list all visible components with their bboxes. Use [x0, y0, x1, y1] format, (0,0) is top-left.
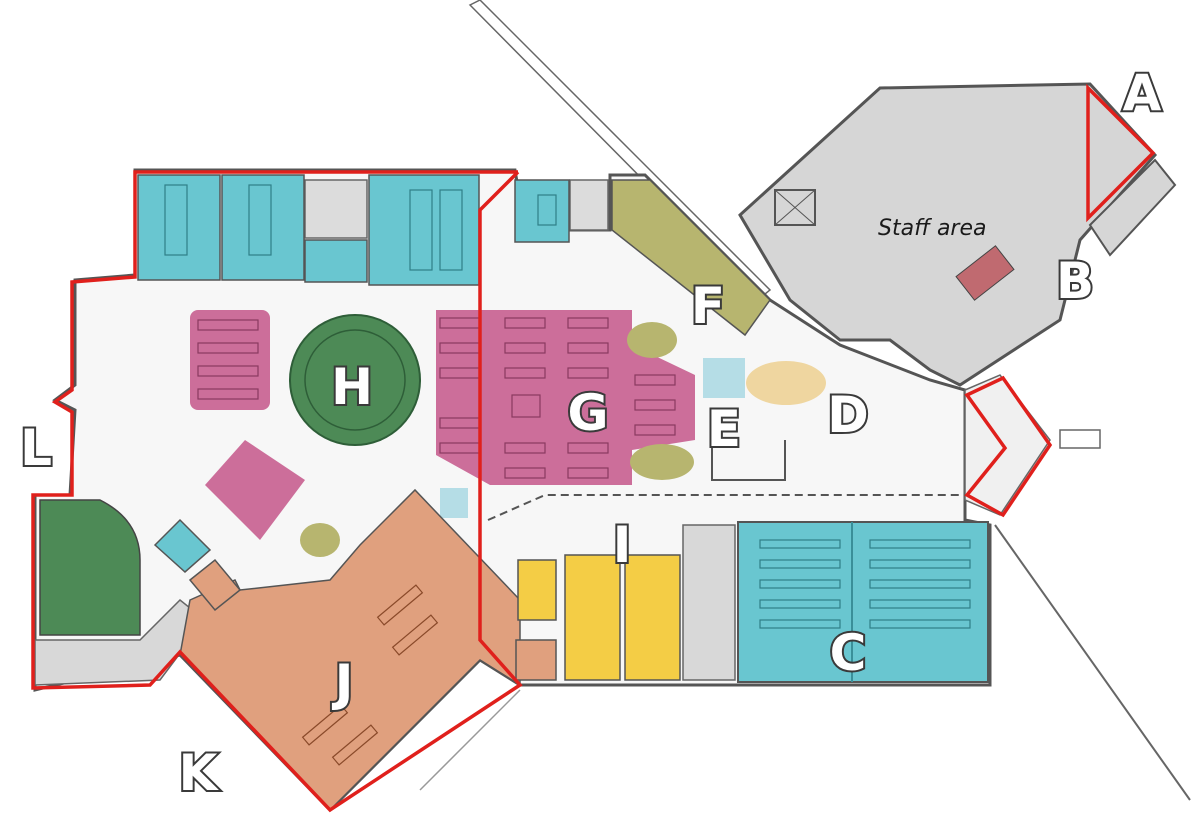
storage-room-right [569, 179, 609, 231]
entrance-boundary [964, 375, 1053, 518]
exterior-line-bottom [419, 689, 521, 791]
meeting-room-3 [304, 239, 368, 283]
zone-f-area [611, 179, 771, 337]
zone-label-f: F [691, 277, 725, 335]
zone-c-room [737, 521, 989, 683]
zone-label-g: G [567, 384, 608, 442]
meeting-room-2 [221, 174, 305, 281]
zone-j-shelves [301, 584, 439, 766]
zone-label-i: I [613, 516, 632, 574]
zone-label-a: A [1123, 64, 1162, 122]
staff-table [955, 245, 1015, 301]
zone-label-e: E [707, 400, 741, 458]
pink-table-block-1 [190, 310, 270, 410]
olive-seating-1 [627, 322, 677, 358]
meeting-room-tables [164, 184, 557, 271]
zone-label-j: J [332, 654, 354, 712]
zone-labels: A B C D E F G H I J K L [18, 62, 1164, 804]
exterior-line-right [994, 524, 1191, 801]
elevator [774, 189, 816, 226]
entrance-mat [1059, 429, 1101, 449]
staff-area-floor [738, 82, 1158, 387]
yellow-room-left [517, 559, 557, 621]
salmon-side-room [515, 639, 557, 681]
pink-table-block-2 [205, 440, 305, 540]
zone-c-rows [759, 539, 971, 629]
zone-label-c: C [830, 624, 867, 682]
entrance-vestibule [964, 374, 1051, 516]
zone-h-inner-ring [304, 329, 406, 431]
zone-e-counter [711, 425, 786, 481]
olive-seating-2 [630, 444, 694, 480]
restroom-1 [564, 554, 621, 681]
tan-seating [746, 361, 826, 405]
meeting-room-1 [137, 174, 221, 281]
zone-l-room [39, 499, 141, 636]
pink-block-tables [197, 319, 259, 400]
dashed-boundary [487, 494, 960, 521]
zone-label-b: B [1056, 252, 1094, 310]
zone-e-display [703, 358, 745, 398]
zone-a-boundary [1086, 83, 1156, 223]
zone-g-area [436, 310, 695, 485]
small-blue-display [440, 488, 468, 518]
zone-label-h: H [331, 358, 373, 416]
main-boundary [31, 170, 523, 813]
zone-label-l: L [20, 419, 52, 477]
zone-label-d: D [827, 386, 869, 444]
zone-h-area [289, 314, 421, 446]
furniture [164, 184, 1101, 766]
olive-seating-3 [300, 523, 340, 557]
staff-area-label: Staff area [878, 216, 987, 241]
boundary-lines [31, 83, 1156, 813]
colored-zones [39, 174, 989, 812]
small-cyan-room [153, 518, 212, 574]
meeting-room-4 [368, 174, 480, 286]
restroom-2 [624, 554, 681, 681]
storage-room-top [304, 179, 368, 239]
salmon-small-room [188, 558, 242, 612]
service-corridor [682, 524, 736, 681]
zone-label-k: K [179, 744, 220, 802]
staircase [1088, 158, 1177, 257]
study-room-small [514, 179, 570, 243]
